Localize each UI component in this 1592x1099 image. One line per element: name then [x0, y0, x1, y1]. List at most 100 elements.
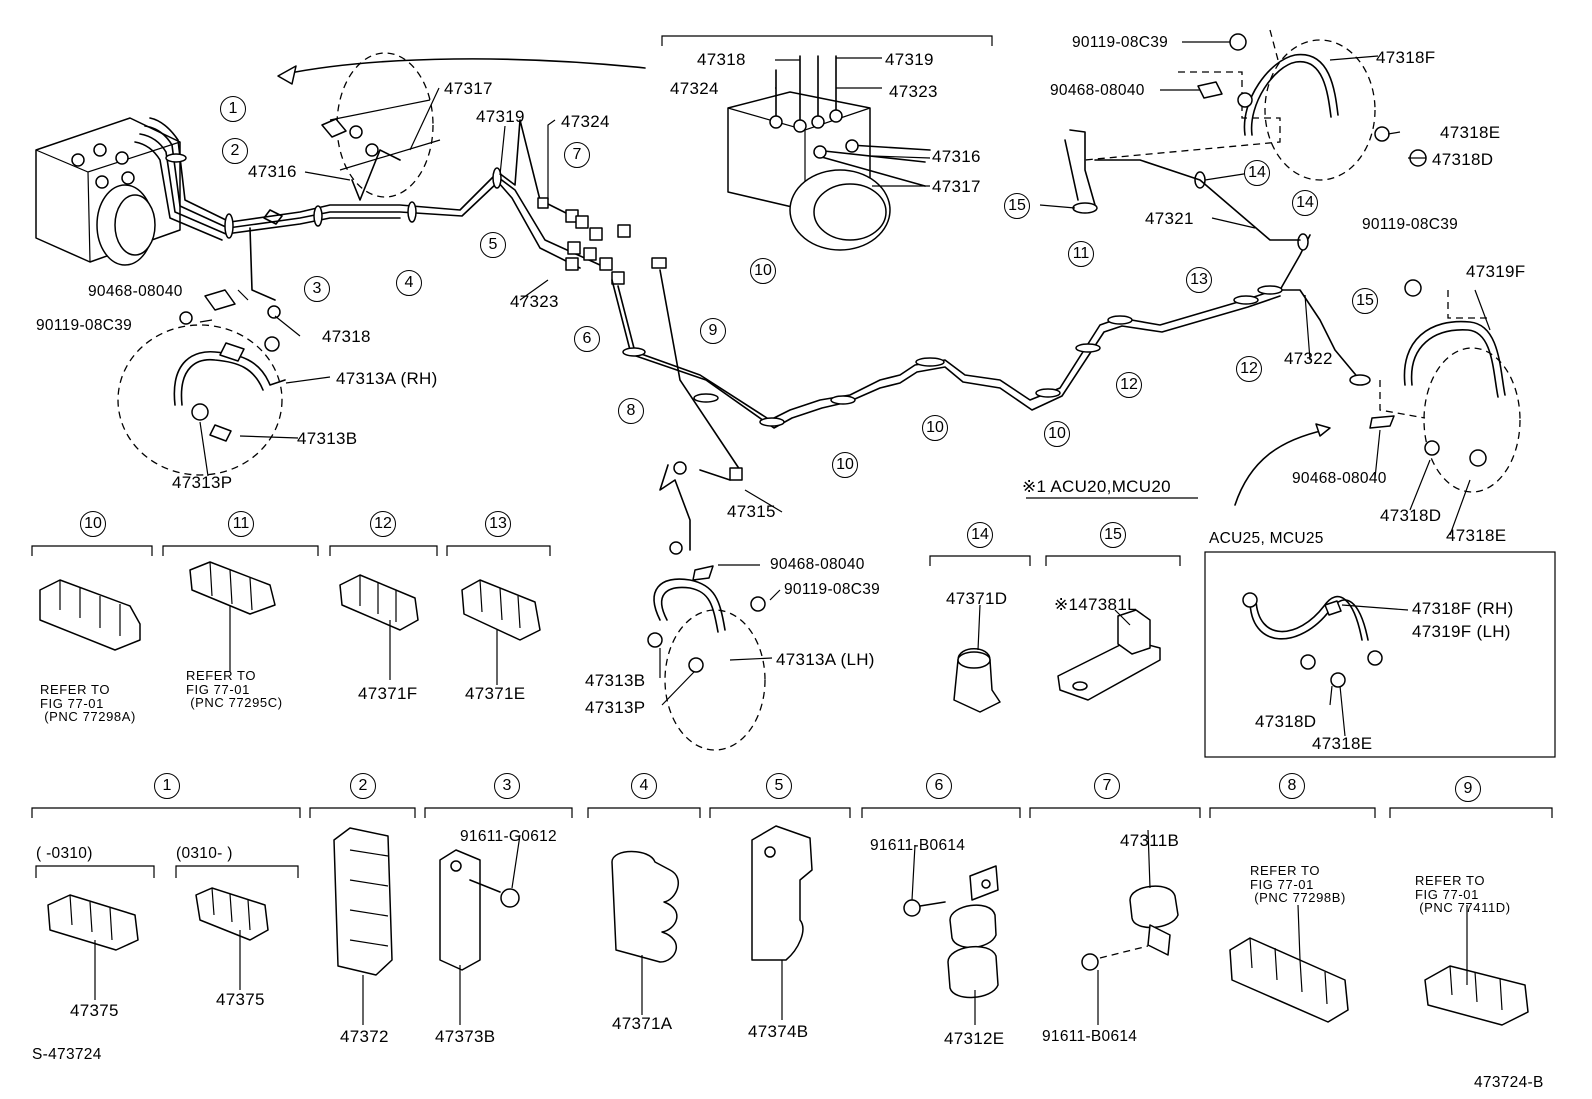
part-47313P-left: 47313P: [172, 473, 233, 492]
part-47318E-top-right: 47318E: [1440, 123, 1501, 142]
callout-8-legend: 8: [1279, 773, 1305, 799]
part-47375-b: 47375: [216, 990, 265, 1009]
clip-10-art: [39, 579, 141, 651]
part-47373B: 47373B: [435, 1027, 496, 1046]
callout-6: 6: [574, 326, 600, 352]
clip-4-art: [611, 850, 680, 963]
part-47321: 47321: [1145, 209, 1194, 228]
callout-1: 1: [220, 96, 246, 122]
part-47323-top: 47323: [889, 82, 938, 101]
callout-4-legend: 4: [631, 773, 657, 799]
callout-13: 13: [1186, 267, 1212, 293]
part-47374B: 47374B: [748, 1022, 809, 1041]
part-47313B-left: 47313B: [297, 429, 358, 448]
brake-tubes-main: [611, 234, 1361, 471]
flex-hose-rear-right-top: [1064, 29, 1427, 241]
part-91611-B0614-b: 91611-B0614: [1042, 1028, 1138, 1045]
callout-3-legend: 3: [494, 773, 520, 799]
callout-8: 8: [618, 398, 644, 424]
part-90119-mid: 90119-08C39: [784, 581, 881, 598]
callout-6-legend: 6: [926, 773, 952, 799]
range-after-0310: (0310- ): [176, 845, 233, 862]
direction-arrow: [284, 58, 646, 75]
part-47318D-box: 47318D: [1255, 712, 1317, 731]
refer-note-11: REFER TO FIG 77-01 (PNC 77295C): [186, 668, 283, 711]
box-title-acu25: ACU25, MCU25: [1209, 530, 1324, 547]
callout-2: 2: [222, 138, 248, 164]
part-47318D-right: 47318D: [1380, 506, 1442, 525]
direction-arrowhead: [277, 65, 297, 85]
part-90468-right: 90468-08040: [1292, 470, 1387, 487]
flex-hose-rh: [117, 289, 286, 476]
part-47318D-top-right: 47318D: [1432, 150, 1494, 169]
callout-3: 3: [304, 276, 330, 302]
diagram-code-left: S-473724: [32, 1046, 102, 1063]
clip-5-art: [751, 825, 813, 961]
callout-5: 5: [480, 232, 506, 258]
part-47318E-right: 47318E: [1446, 526, 1507, 545]
tube-connectors-center: [537, 197, 667, 285]
part-47316-top: 47316: [932, 147, 981, 166]
part-47318-top: 47318: [697, 50, 746, 69]
clip-11-art: [189, 561, 276, 615]
part-90468-mid: 90468-08040: [770, 556, 865, 573]
clip-1b-art: [195, 887, 269, 941]
part-91611-B0614-a: 91611-B0614: [870, 837, 966, 854]
brake-booster: [321, 52, 441, 198]
clip-12-art: [339, 574, 419, 631]
abs-actuator-left: [35, 117, 181, 266]
callout-10-a: 10: [750, 258, 776, 284]
part-47317-left: 47317: [444, 79, 493, 98]
part-47371F: 47371F: [358, 684, 418, 703]
clip-14-art: [953, 648, 1001, 713]
part-47324-top: 47324: [670, 79, 719, 98]
part-47318F-top-right: 47318F: [1376, 48, 1436, 67]
part-47319-mid: 47319: [476, 107, 525, 126]
part-90119-left: 90119-08C39: [36, 317, 133, 334]
callout-15-legend: 15: [1100, 522, 1126, 548]
note-acu20-mcu20: ※1 ACU20,MCU20: [1022, 477, 1171, 496]
part-47322: 47322: [1284, 349, 1333, 368]
part-90468-left: 90468-08040: [88, 283, 183, 300]
bracket-lines: [31, 497, 1556, 878]
part-47375-a: 47375: [70, 1001, 119, 1020]
clip-9-art: [1424, 965, 1529, 1026]
part-47319F-right: 47319F: [1466, 262, 1526, 281]
part-47323-mid: 47323: [510, 292, 559, 311]
part-47313B-mid: 47313B: [585, 671, 646, 690]
part-47316-left: 47316: [248, 162, 297, 181]
part-90119-top-right: 90119-08C39: [1072, 34, 1169, 51]
callout-10-c: 10: [922, 415, 948, 441]
range-before-0310: ( -0310): [36, 845, 93, 862]
part-47371A: 47371A: [612, 1014, 673, 1033]
callout-10-d: 10: [1044, 421, 1070, 447]
clip-6-art: [903, 865, 999, 999]
callout-12-a: 12: [1116, 372, 1142, 398]
refer-note-10: REFER TO FIG 77-01 (PNC 77298A): [40, 682, 136, 725]
part-47319-top: 47319: [885, 50, 934, 69]
callout-2-legend: 2: [350, 773, 376, 799]
part-47312E: 47312E: [944, 1029, 1005, 1048]
callout-9-legend: 9: [1455, 776, 1481, 802]
flex-hose-lh: [647, 461, 766, 751]
callout-1-legend: 1: [154, 773, 180, 799]
abs-detail-top: [661, 35, 993, 251]
leader-lines: [94, 41, 1491, 1025]
callout-14-a: 14: [1244, 160, 1270, 186]
box-hose-art: [1242, 592, 1383, 688]
part-47311B: 47311B: [1120, 831, 1180, 850]
callout-7-legend: 7: [1094, 773, 1120, 799]
part-47372: 47372: [340, 1027, 389, 1046]
brake-tubes-left: [134, 117, 601, 301]
part-47318E-box: 47318E: [1312, 734, 1373, 753]
callout-15-a: 15: [1004, 193, 1030, 219]
diagram-code-right: 473724-B: [1474, 1074, 1544, 1091]
part-47317-top: 47317: [932, 177, 981, 196]
callout-5-legend: 5: [766, 773, 792, 799]
callout-7: 7: [564, 142, 590, 168]
callout-13-legend: 13: [485, 511, 511, 537]
part-90468-top-right: 90468-08040: [1050, 82, 1145, 99]
part-47313A-lh: 47313A (LH): [776, 650, 875, 669]
